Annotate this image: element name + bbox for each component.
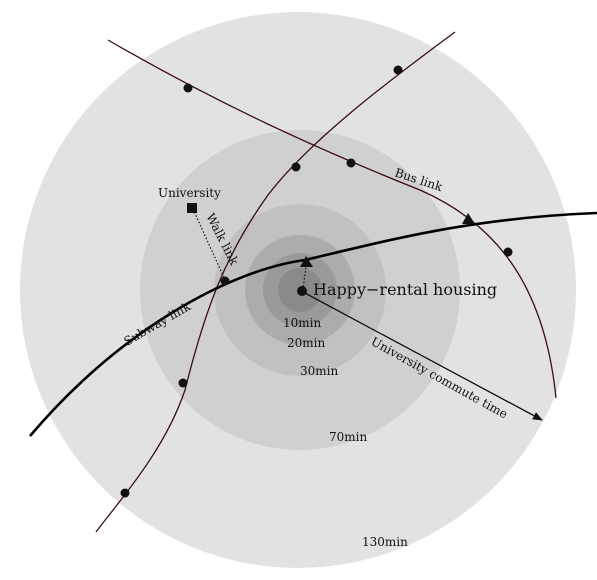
ring-label-20min: 20min bbox=[287, 336, 325, 350]
bus-stop-icon bbox=[503, 247, 513, 257]
bus-stop-icon bbox=[183, 83, 193, 93]
housing-station-connector bbox=[302, 265, 307, 291]
subway-station-icon bbox=[300, 256, 313, 267]
housing-label: Happy−rental housing bbox=[313, 280, 497, 299]
bus-stop-icon bbox=[120, 488, 130, 498]
university-label: University bbox=[158, 186, 221, 200]
university-icon bbox=[187, 203, 197, 213]
bus-stop-icon bbox=[220, 276, 230, 286]
subway-station-icon bbox=[462, 213, 475, 224]
housing-icon bbox=[297, 286, 307, 296]
bus-route-east bbox=[107, 39, 557, 399]
ring-label-30min: 30min bbox=[300, 364, 338, 378]
ring-label-10min: 10min bbox=[283, 316, 321, 330]
bus-stop-icon bbox=[178, 378, 188, 388]
ring-label-70min: 70min bbox=[329, 430, 367, 444]
bus-route-crossing bbox=[95, 31, 456, 533]
walk-link-line bbox=[192, 208, 226, 281]
bus-stop-icon bbox=[291, 162, 301, 172]
ring-label-130min: 130min bbox=[362, 535, 408, 549]
commute-time-arrow bbox=[302, 291, 543, 421]
bus-stop-icon bbox=[346, 158, 356, 168]
bus-stop-icon bbox=[393, 65, 403, 75]
